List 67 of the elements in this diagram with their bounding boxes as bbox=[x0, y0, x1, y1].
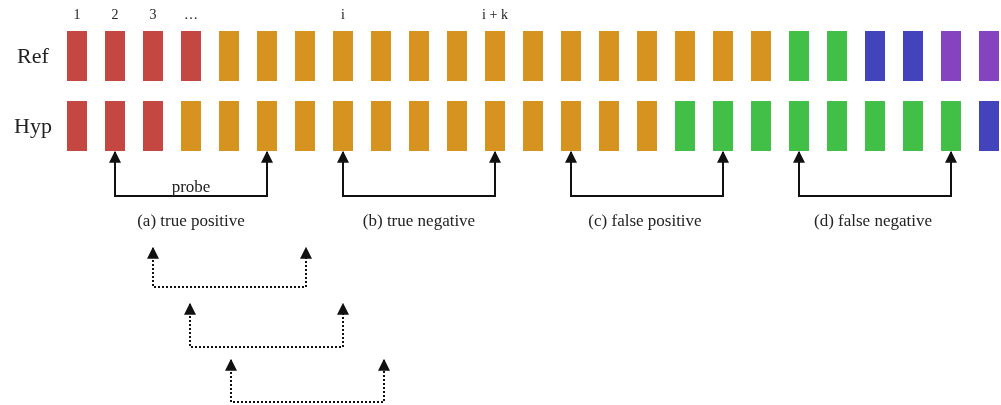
segment-bar bbox=[409, 31, 429, 81]
segment-bar bbox=[713, 31, 733, 81]
segment-bar bbox=[865, 31, 885, 81]
case-caption: (c) false positive bbox=[588, 211, 702, 229]
segment-bar bbox=[751, 101, 771, 151]
segment-bar bbox=[257, 31, 277, 81]
segment-bar bbox=[637, 31, 657, 81]
index-number: i + k bbox=[482, 8, 508, 22]
segment-bar bbox=[371, 101, 391, 151]
segment-bar bbox=[105, 31, 125, 81]
segment-bar bbox=[561, 101, 581, 151]
segment-bar bbox=[257, 101, 277, 151]
segment-bar bbox=[181, 101, 201, 151]
index-number: i bbox=[341, 8, 345, 22]
bracket-arrow bbox=[565, 150, 729, 197]
segment-bar bbox=[865, 101, 885, 151]
edge-label: probe bbox=[171, 177, 211, 195]
segment-bar bbox=[903, 31, 923, 81]
index-number: 1 bbox=[73, 8, 81, 22]
segment-bar bbox=[561, 31, 581, 81]
segment-bar bbox=[599, 31, 619, 81]
segment-bar bbox=[789, 101, 809, 151]
index-number: 2 bbox=[111, 8, 119, 22]
bracket-arrow bbox=[109, 150, 273, 197]
segment-bar bbox=[67, 31, 87, 81]
segment-bar bbox=[447, 31, 467, 81]
segment-bar bbox=[713, 101, 733, 151]
segment-bar bbox=[789, 31, 809, 81]
row-label: Hyp bbox=[14, 115, 52, 137]
segment-bar bbox=[67, 101, 87, 151]
segment-bar bbox=[447, 101, 467, 151]
segment-bar bbox=[181, 31, 201, 81]
segment-bar bbox=[675, 101, 695, 151]
row-label: Ref bbox=[17, 45, 49, 67]
segment-bar bbox=[295, 31, 315, 81]
segment-bar bbox=[295, 101, 315, 151]
segment-bar bbox=[941, 31, 961, 81]
segment-bar bbox=[485, 101, 505, 151]
case-caption: (d) false negative bbox=[814, 211, 932, 229]
segment-bar bbox=[941, 101, 961, 151]
segment-bar bbox=[409, 101, 429, 151]
segment-bar bbox=[599, 101, 619, 151]
index-number: … bbox=[184, 8, 198, 22]
segment-bar bbox=[219, 101, 239, 151]
segment-bar bbox=[979, 101, 999, 151]
segment-bar bbox=[637, 101, 657, 151]
segment-bar bbox=[827, 101, 847, 151]
segment-bar bbox=[333, 101, 353, 151]
segment-bar bbox=[219, 31, 239, 81]
segment-bar bbox=[105, 101, 125, 151]
segment-bar bbox=[333, 31, 353, 81]
index-number: 3 bbox=[149, 8, 157, 22]
segment-bar bbox=[979, 31, 999, 81]
segment-bar bbox=[371, 31, 391, 81]
segment-bar bbox=[827, 31, 847, 81]
segment-bar bbox=[485, 31, 505, 81]
case-caption: (a) true positive bbox=[137, 211, 245, 229]
segment-bar bbox=[143, 101, 163, 151]
bracket-arrow bbox=[337, 150, 501, 197]
segment-bar bbox=[523, 101, 543, 151]
segment-bar bbox=[523, 31, 543, 81]
bracket-arrow bbox=[793, 150, 957, 197]
segment-bar bbox=[143, 31, 163, 81]
case-caption: (b) true negative bbox=[362, 211, 476, 229]
segment-bar bbox=[751, 31, 771, 81]
segment-bar bbox=[903, 101, 923, 151]
segment-bar bbox=[675, 31, 695, 81]
